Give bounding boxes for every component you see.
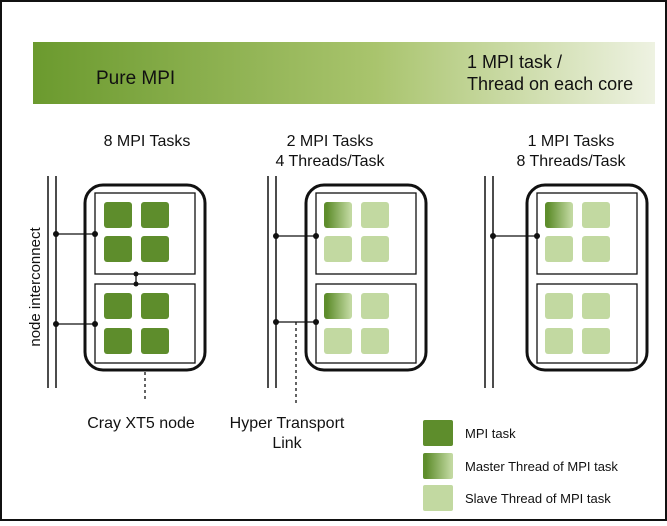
- core-master-thread: [324, 202, 352, 228]
- junction-dot: [53, 231, 59, 237]
- junction-dot: [273, 319, 279, 325]
- column-2-title-line1: 2 MPI Tasks: [287, 133, 374, 150]
- column-3-node: [484, 176, 649, 388]
- core-mpi-task: [141, 202, 169, 228]
- core-mpi-task: [141, 328, 169, 354]
- core-slave-thread: [545, 236, 573, 262]
- junction-dot: [313, 319, 319, 325]
- node-outline: [304, 183, 428, 372]
- hyper-transport-label-line2: Link: [272, 435, 302, 452]
- core-master-thread: [545, 202, 573, 228]
- core-slave-thread: [582, 293, 610, 319]
- core-slave-thread: [582, 202, 610, 228]
- core-slave-thread: [545, 293, 573, 319]
- junction-dot: [133, 271, 139, 277]
- header-banner: [33, 42, 655, 104]
- core-mpi-task: [141, 293, 169, 319]
- junction-dot: [534, 233, 540, 239]
- core-master-thread: [324, 293, 352, 319]
- junction-dot: [273, 233, 279, 239]
- junction-dot: [313, 233, 319, 239]
- node-outline: [525, 183, 649, 372]
- core-slave-thread: [361, 236, 389, 262]
- core-mpi-task: [104, 328, 132, 354]
- legend: MPI task Master Thread of MPI task Slave…: [423, 420, 618, 511]
- core-slave-thread: [361, 293, 389, 319]
- hyper-transport-label-line1: Hyper Transport: [230, 415, 345, 432]
- core-slave-thread: [545, 328, 573, 354]
- junction-dot: [133, 281, 139, 287]
- socket-bottom: [536, 283, 638, 364]
- junction-dot: [92, 231, 98, 237]
- column-3-title-line1: 1 MPI Tasks: [528, 133, 615, 150]
- core-slave-thread: [324, 328, 352, 354]
- banner-left-text: Pure MPI: [96, 68, 175, 89]
- junction-dot: [92, 321, 98, 327]
- core-slave-thread: [324, 236, 352, 262]
- junction-dot: [490, 233, 496, 239]
- legend-label-mpi-task: MPI task: [465, 426, 516, 441]
- node-interconnect-label: node interconnect: [27, 227, 44, 347]
- column-2-node: [267, 176, 428, 406]
- banner-right-line2: Thread on each core: [467, 74, 633, 94]
- core-mpi-task: [104, 293, 132, 319]
- cray-node-outline: [83, 183, 207, 372]
- core-mpi-task: [141, 236, 169, 262]
- core-mpi-task: [104, 236, 132, 262]
- column-1-title: 8 MPI Tasks: [104, 133, 191, 150]
- column-3-title-line2: 8 Threads/Task: [516, 153, 626, 170]
- legend-swatch-master-thread: [423, 453, 453, 479]
- cray-node-label: Cray XT5 node: [87, 415, 195, 432]
- column-2-title-line2: 4 Threads/Task: [275, 153, 385, 170]
- legend-label-master-thread: Master Thread of MPI task: [465, 459, 618, 474]
- core-slave-thread: [361, 328, 389, 354]
- core-mpi-task: [104, 202, 132, 228]
- banner-right-line1: 1 MPI task /: [467, 52, 562, 72]
- core-slave-thread: [361, 202, 389, 228]
- core-slave-thread: [582, 236, 610, 262]
- legend-label-slave-thread: Slave Thread of MPI task: [465, 491, 611, 506]
- junction-dot: [53, 321, 59, 327]
- core-slave-thread: [582, 328, 610, 354]
- legend-swatch-mpi-task: [423, 420, 453, 446]
- column-1-node: [47, 176, 207, 402]
- legend-swatch-slave-thread: [423, 485, 453, 511]
